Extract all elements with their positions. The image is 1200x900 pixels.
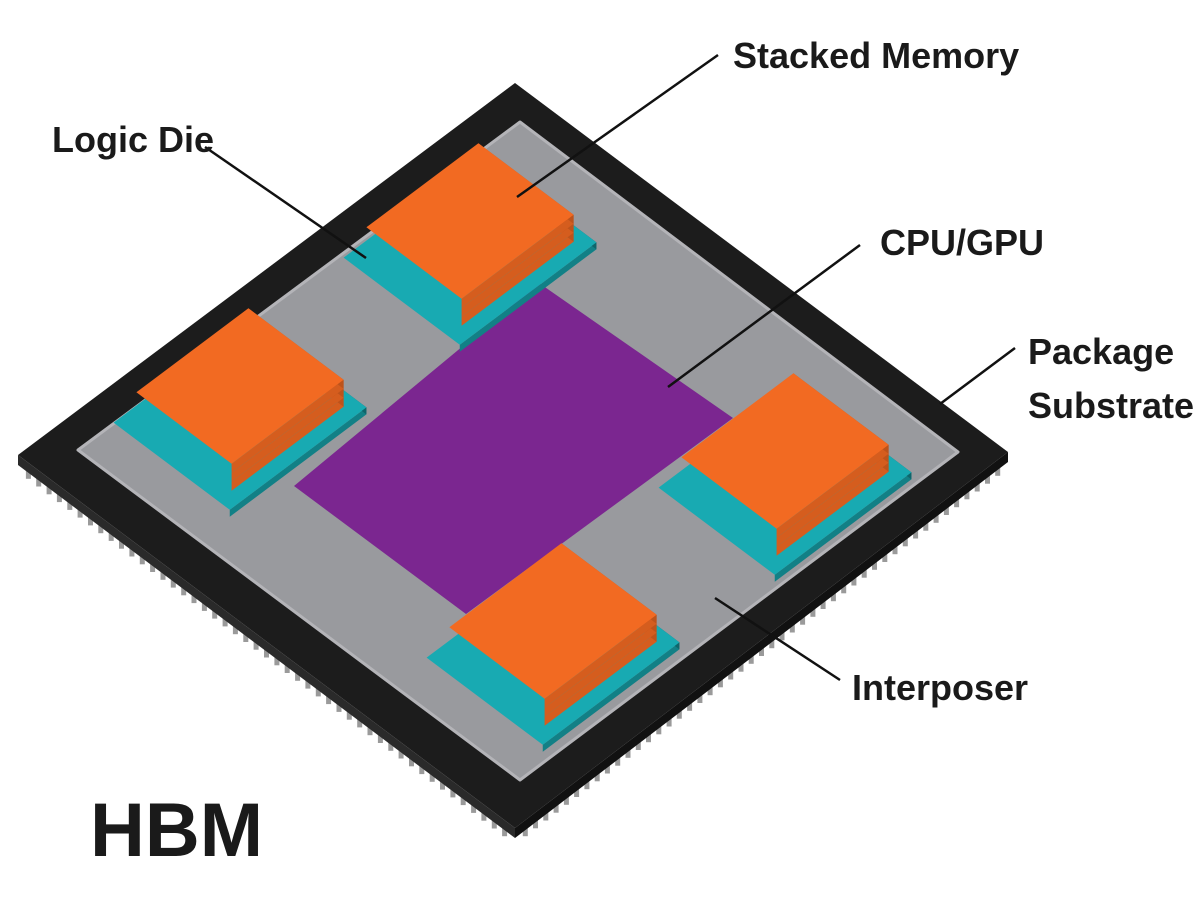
memory-layer-side: [544, 623, 657, 717]
package-pin: [913, 526, 919, 539]
package-pin: [67, 497, 73, 510]
package-pin: [98, 521, 104, 534]
logic-die-leader: [204, 145, 367, 260]
logic-die-side: [459, 242, 597, 352]
package-pin: [985, 471, 990, 484]
package-pin: [201, 598, 207, 611]
package-pin: [367, 723, 373, 736]
hbm-stack-top: [343, 143, 597, 352]
package-pin: [635, 738, 641, 750]
package-pin: [810, 604, 816, 617]
package-pin: [191, 591, 197, 604]
package-pin: [305, 676, 311, 689]
memory-layer-side: [544, 632, 657, 726]
hbm-stack-left: [113, 308, 367, 517]
logic-die-side: [229, 407, 367, 517]
package-pin: [769, 636, 775, 649]
package-pin: [56, 490, 62, 503]
cpu-gpu-die: [294, 283, 733, 614]
package-pin: [861, 565, 867, 578]
logic-die-label: Logic Die: [52, 119, 214, 160]
memory-layer-side: [544, 614, 657, 708]
package-pin: [170, 575, 176, 588]
package-pin: [129, 544, 135, 557]
memory-layer-side: [461, 214, 574, 308]
memory-layer-side: [231, 379, 344, 473]
package-side-edge: [18, 455, 515, 838]
package-side-edge-right: [515, 452, 1008, 838]
package-pin: [974, 479, 980, 492]
package-pin: [728, 667, 734, 680]
package-pin: [943, 503, 949, 515]
stacked-memory-label: Stacked Memory: [733, 35, 1019, 76]
memory-layer-side: [231, 397, 344, 491]
package-pin: [646, 730, 651, 743]
package-pin: [666, 714, 672, 727]
package-pin: [830, 589, 836, 602]
package-substrate-leader: [939, 346, 1016, 406]
interposer-label: Interposer: [852, 667, 1028, 708]
interposer-leader: [714, 596, 841, 682]
package-pin: [243, 630, 249, 642]
package-pin: [615, 753, 621, 766]
package-pin: [522, 824, 528, 837]
memory-layer-side: [776, 444, 889, 538]
package-pin: [563, 792, 569, 805]
package-pin: [419, 762, 425, 775]
package-pin: [491, 816, 497, 829]
package-pin: [315, 684, 321, 697]
package-pin: [892, 542, 898, 555]
hbm-stack-right: [658, 373, 912, 582]
cpu-gpu-leader: [667, 243, 861, 389]
memory-layer-top: [136, 308, 344, 464]
package-pin: [377, 731, 383, 743]
package-pin: [232, 622, 238, 635]
package-pin: [584, 777, 590, 790]
package-pin: [923, 518, 929, 531]
memory-layer-side: [231, 388, 344, 482]
package-pin: [253, 637, 259, 650]
logic-die-side: [542, 642, 680, 752]
memory-layer-side: [776, 453, 889, 547]
package-pin: [346, 707, 352, 720]
memory-layer-side: [461, 223, 574, 317]
package-pin: [139, 552, 145, 565]
package-pin: [481, 808, 487, 821]
package-pin: [450, 785, 456, 798]
package-substrate-label-line2: Substrate: [1028, 385, 1194, 426]
package-pin: [800, 612, 806, 625]
stacked-memory-leader: [516, 53, 719, 199]
memory-layer-top: [449, 543, 657, 699]
package-pin: [697, 691, 703, 703]
package-pin: [882, 550, 888, 562]
package-pin: [738, 659, 744, 672]
memory-layer-top: [681, 373, 889, 529]
package-pin: [502, 824, 508, 837]
hbm-stack-bottom: [426, 543, 680, 752]
package-substrate-label-line1: Package: [1028, 331, 1174, 372]
package-pin: [388, 738, 394, 751]
memory-layer-top: [366, 143, 574, 299]
package-pin: [440, 777, 445, 790]
package-pin: [676, 706, 682, 719]
memory-layer-side: [461, 232, 574, 326]
package-pin: [553, 800, 559, 813]
memory-layer-side: [776, 462, 889, 556]
logic-die-side: [774, 472, 912, 582]
cpu-gpu-label: CPU/GPU: [880, 222, 1044, 263]
diagram-title: HBM: [90, 788, 263, 873]
package-pin: [119, 536, 124, 549]
